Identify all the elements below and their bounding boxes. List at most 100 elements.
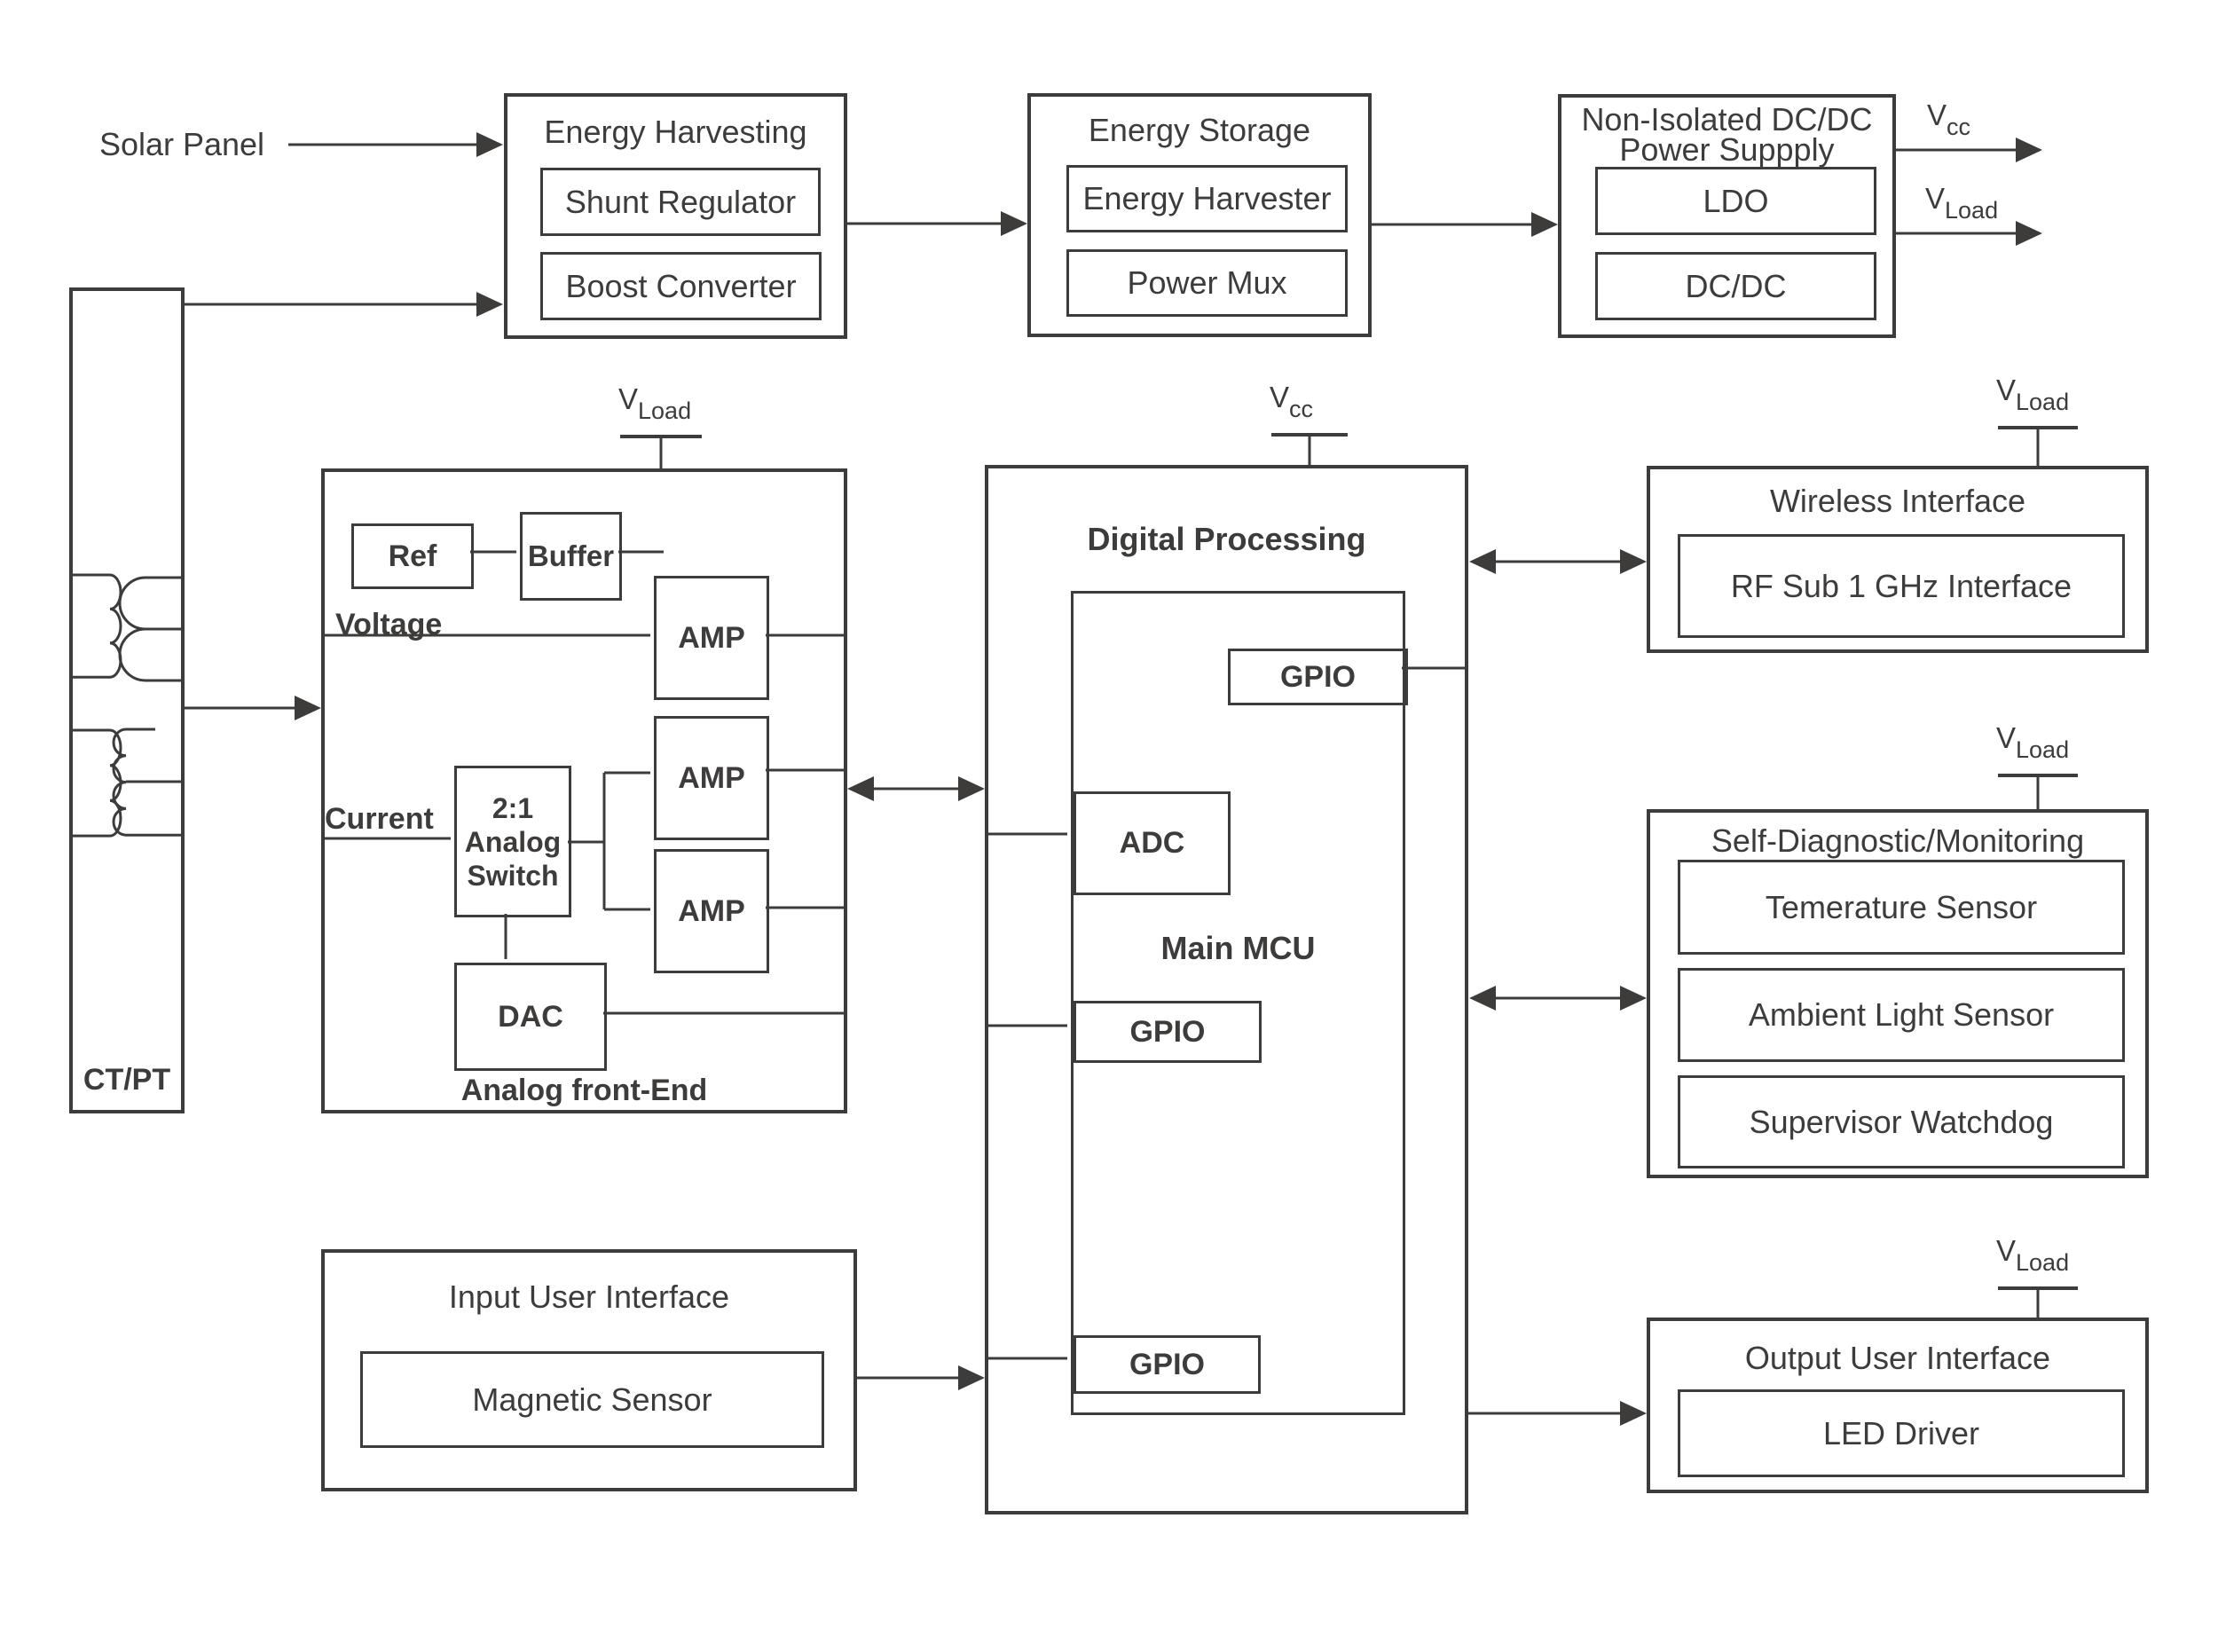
vload-rail-label-afe: VLoad: [618, 382, 691, 425]
amp-label: AMP: [678, 620, 745, 655]
gpio-box-bottom: GPIO: [1074, 1335, 1261, 1394]
dac-label: DAC: [498, 999, 563, 1034]
supervisor-watchdog-label: Supervisor Watchdog: [1749, 1103, 2054, 1140]
arrowhead: [1001, 211, 1027, 236]
energy-harvesting-title: Energy Harvesting: [544, 114, 807, 150]
energy-harvester-box: Energy Harvester: [1066, 165, 1348, 232]
dcdc-label: DC/DC: [1685, 267, 1787, 304]
arrowhead: [2016, 221, 2042, 246]
magnetic-sensor-box: Magnetic Sensor: [360, 1351, 824, 1448]
vcc-rail-label-dp: Vcc: [1270, 381, 1313, 423]
amp-label: AMP: [678, 893, 745, 928]
amp-label: AMP: [678, 760, 745, 795]
gpio-box-middle: GPIO: [1074, 1001, 1262, 1063]
ambient-light-sensor-box: Ambient Light Sensor: [1678, 968, 2125, 1062]
arrowheads: [295, 132, 2042, 1426]
digital-processing-title: Digital Processing: [1087, 521, 1366, 557]
vload-base: V: [618, 382, 639, 415]
vload-base: V: [1996, 721, 2017, 754]
vcc-output-label: Vcc: [1927, 98, 1970, 141]
voltage-label: Voltage: [335, 608, 443, 641]
energy-storage-block: Energy Storage Energy Harvester Power Mu…: [1027, 93, 1372, 337]
vload-rail-label-diagnostic: VLoad: [1996, 721, 2069, 764]
led-driver-box: LED Driver: [1678, 1389, 2125, 1477]
energy-harvester-label: Energy Harvester: [1082, 180, 1332, 216]
ldo-box: LDO: [1595, 167, 1876, 235]
vload-rail-label-output-ui: VLoad: [1996, 1234, 2069, 1277]
digital-processing-block: Digital Processing GPIO ADC Main MCU GPI…: [985, 465, 1468, 1514]
dac-box: DAC: [454, 963, 607, 1071]
vcc-base: V: [1270, 381, 1290, 413]
arrowhead: [1469, 549, 1496, 574]
dcdc-box: DC/DC: [1595, 252, 1876, 320]
ct-pt-transformer-symbols: [69, 573, 185, 838]
gpio-label: GPIO: [1129, 1347, 1206, 1381]
gpio-box-top: GPIO: [1228, 649, 1408, 705]
power-rail-taps: [620, 426, 2078, 1318]
input-user-interface-title: Input User Interface: [448, 1278, 730, 1315]
gpio-label: GPIO: [1129, 1014, 1206, 1049]
vload-rail-label-wireless: VLoad: [1996, 374, 2069, 416]
power-supply-title-line1: Non-Isolated DC/DC: [1581, 101, 1873, 138]
wireless-interface-block: Wireless Interface RF Sub 1 GHz Interfac…: [1647, 466, 2149, 653]
analog-front-end-title: Analog front-End: [460, 1074, 708, 1107]
energy-storage-title: Energy Storage: [1088, 112, 1311, 148]
amp1-box: AMP: [654, 576, 769, 700]
shunt-regulator-box: Shunt Regulator: [540, 168, 821, 236]
vcc-base: V: [1927, 98, 1947, 131]
boost-converter-box: Boost Converter: [540, 252, 822, 320]
adc-box: ADC: [1074, 791, 1231, 895]
amp2-box: AMP: [654, 716, 769, 840]
vload-sub: Load: [2016, 1249, 2070, 1276]
gpio-label: GPIO: [1279, 659, 1357, 694]
vload-base: V: [1996, 374, 2017, 406]
arrowhead: [1620, 986, 1647, 1011]
arrowhead: [1531, 212, 1558, 237]
arrowhead: [295, 696, 321, 720]
power-supply-title: Non-Isolated DC/DC Power Suppply: [1561, 101, 1892, 168]
analog-front-end-block: Ref Buffer Voltage Current AMP 2:1 Analo…: [321, 468, 847, 1113]
vload-output-label: VLoad: [1925, 182, 1998, 224]
power-mux-box: Power Mux: [1066, 249, 1348, 317]
output-user-interface-block: Output User Interface LED Driver: [1647, 1318, 2149, 1493]
power-supply-title-line2: Power Suppply: [1619, 131, 1835, 168]
ct-pt-label: CT/PT: [83, 1063, 171, 1097]
adc-label: ADC: [1119, 826, 1185, 860]
vcc-sub: cc: [1947, 114, 1971, 140]
vcc-sub: cc: [1289, 396, 1314, 422]
main-mcu-label: Main MCU: [1160, 930, 1316, 966]
vload-sub: Load: [2016, 736, 2070, 763]
temperature-sensor-label: Temerature Sensor: [1765, 888, 2038, 925]
buffer-label: Buffer: [527, 539, 615, 572]
self-diagnostic-title: Self-Diagnostic/Monitoring: [1711, 822, 2085, 859]
shunt-regulator-label: Shunt Regulator: [564, 183, 797, 220]
power-mux-label: Power Mux: [1127, 264, 1287, 301]
vload-base: V: [1996, 1234, 2017, 1267]
arrowhead: [1620, 549, 1647, 574]
arrowhead: [476, 132, 503, 157]
boost-converter-label: Boost Converter: [565, 267, 797, 304]
supervisor-watchdog-box: Supervisor Watchdog: [1678, 1075, 2125, 1168]
analog-switch-label: 2:1 Analog Switch: [464, 791, 562, 892]
input-user-interface-block: Input User Interface Magnetic Sensor: [321, 1249, 857, 1491]
led-driver-label: LED Driver: [1822, 1414, 1980, 1451]
ref-label: Ref: [388, 539, 437, 573]
wires: [185, 143, 2016, 1415]
current-label: Current: [325, 802, 434, 836]
vload-sub: Load: [1945, 197, 1999, 224]
output-user-interface-title: Output User Interface: [1744, 1340, 2051, 1376]
arrowhead: [2016, 138, 2042, 162]
vload-base: V: [1925, 182, 1946, 215]
rf-sub-1ghz-box: RF Sub 1 GHz Interface: [1678, 534, 2125, 638]
solar-panel-label: Solar Panel: [98, 126, 265, 162]
main-mcu-block: GPIO ADC Main MCU GPIO GPIO: [1071, 591, 1408, 1415]
ambient-light-sensor-label: Ambient Light Sensor: [1748, 996, 2055, 1033]
vload-sub: Load: [2016, 389, 2070, 415]
rf-sub-1ghz-label: RF Sub 1 GHz Interface: [1730, 567, 2072, 604]
arrowhead: [476, 292, 503, 317]
vload-sub: Load: [638, 397, 692, 424]
ct-pt-block: CT/PT: [69, 287, 185, 1113]
energy-harvesting-block: Energy Harvesting Shunt Regulator Boost …: [504, 93, 847, 339]
